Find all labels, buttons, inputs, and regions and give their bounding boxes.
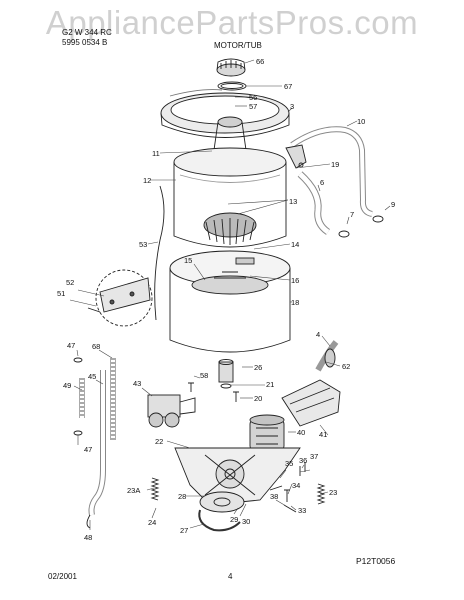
part-53-rod <box>154 185 165 321</box>
callout-45: 45 <box>88 372 96 381</box>
callout-51: 51 <box>57 289 65 298</box>
part-58-screw <box>188 382 194 392</box>
part-47-clamp-upper <box>73 357 83 363</box>
part-29-pulley <box>199 491 245 513</box>
part-38-washer <box>283 504 297 513</box>
model-number: G2 W 344 RC <box>62 28 112 37</box>
part-35-link <box>269 485 283 491</box>
callout-49: 49 <box>63 381 71 390</box>
part-18-outer-tub <box>169 250 291 353</box>
callout-10: 10 <box>357 117 365 126</box>
callout-48: 48 <box>84 533 92 542</box>
callout-62: 62 <box>342 362 350 371</box>
callout-33: 33 <box>298 506 306 515</box>
part-7-clamp <box>338 230 350 238</box>
callout-24: 24 <box>148 518 156 527</box>
callout-67: 67 <box>284 82 292 91</box>
leader-lines <box>69 59 391 530</box>
part-9-clamp <box>372 215 384 223</box>
callout-26: 26 <box>254 363 262 372</box>
callout-23a: 23A <box>127 486 140 495</box>
callout-19: 19 <box>331 160 339 169</box>
callout-47-lower: 47 <box>84 445 92 454</box>
callout-16: 16 <box>291 276 299 285</box>
callout-22: 22 <box>155 437 163 446</box>
part-43-valve <box>147 394 196 428</box>
part-10-hose <box>290 126 373 217</box>
part-12-basket <box>173 147 287 248</box>
callout-37: 37 <box>310 452 318 461</box>
part-13-gear <box>203 212 257 245</box>
callout-43: 43 <box>133 379 141 388</box>
callout-9: 9 <box>391 200 395 209</box>
callout-56: 56 <box>249 93 257 102</box>
callout-30: 30 <box>242 517 250 526</box>
callout-29: 29 <box>230 515 238 524</box>
part-20-screw <box>233 391 239 402</box>
callout-34: 34 <box>292 481 300 490</box>
callout-28: 28 <box>178 492 186 501</box>
callout-20: 20 <box>254 394 262 403</box>
callout-57: 57 <box>249 102 257 111</box>
revision-date: 02/2001 <box>48 572 77 581</box>
callout-38: 38 <box>270 492 278 501</box>
section-title: MOTOR/TUB <box>214 41 262 50</box>
callout-6: 6 <box>320 178 324 187</box>
part-27-belt <box>198 509 241 532</box>
callout-58: 58 <box>200 371 208 380</box>
callout-41: 41 <box>319 430 327 439</box>
callout-12: 12 <box>143 176 151 185</box>
watermark: AppliancePartsPros.com <box>45 4 419 41</box>
callout-47-upper: 47 <box>67 341 75 350</box>
callout-4: 4 <box>316 330 320 339</box>
part-40-motor <box>249 414 285 451</box>
part-23a-spring <box>150 477 160 501</box>
part-23-spring <box>316 483 326 505</box>
publication-code: 5995 0534 B <box>62 38 108 47</box>
part-45-49-hose <box>79 358 116 516</box>
callout-68: 68 <box>92 342 100 351</box>
callout-27: 27 <box>180 526 188 535</box>
part-47-clamp-lower <box>73 430 83 436</box>
part-21-seal <box>220 383 232 389</box>
callout-18: 18 <box>291 298 299 307</box>
part-19-bracket <box>285 144 307 169</box>
callout-40: 40 <box>297 428 305 437</box>
callout-21: 21 <box>266 380 274 389</box>
diagram-code: P12T0056 <box>356 556 396 566</box>
callout-52: 52 <box>66 278 74 287</box>
part-66-cap <box>216 58 246 77</box>
part-48-elbow <box>86 514 91 529</box>
part-6-hose <box>297 171 331 235</box>
part-22-base-frame <box>174 447 301 506</box>
part-3-tub-ring <box>160 89 290 138</box>
callout-14: 14 <box>291 240 299 249</box>
callout-23: 23 <box>329 488 337 497</box>
callout-13: 13 <box>289 197 297 206</box>
callout-15: 15 <box>184 256 192 265</box>
page-number: 4 <box>228 572 233 581</box>
part-67-ring <box>217 81 247 91</box>
callout-3: 3 <box>290 102 294 111</box>
callout-7: 7 <box>350 210 354 219</box>
part-36-37-screws <box>299 462 306 476</box>
callout-53: 53 <box>139 240 147 249</box>
part-41-62-shield <box>281 379 341 427</box>
callout-36: 36 <box>299 456 307 465</box>
callout-66: 66 <box>256 57 264 66</box>
callout-11: 11 <box>152 149 160 158</box>
part-26-pump <box>218 359 234 383</box>
part-34-bolt <box>284 489 290 502</box>
callout-35: 35 <box>285 459 293 468</box>
callout-labels: 66 67 56 57 3 10 11 19 12 6 13 7 9 53 14… <box>57 57 395 542</box>
part-4-pump-hose <box>315 340 339 372</box>
part-51-52-detail <box>87 269 153 327</box>
